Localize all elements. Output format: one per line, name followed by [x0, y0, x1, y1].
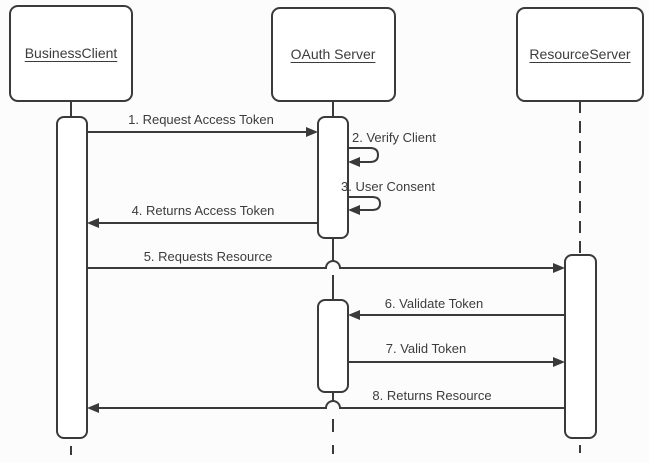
activation-resourceserver — [564, 254, 597, 439]
message-1-label: 1. Request Access Token — [128, 112, 274, 127]
message-2-arrowhead — [348, 157, 360, 167]
activation-businessclient — [56, 116, 88, 439]
activation-oauth-1 — [317, 116, 349, 239]
message-2-self-loop — [348, 147, 380, 163]
message-7-label: 7. Valid Token — [385, 341, 467, 356]
message-4-label: 4. Returns Access Token — [131, 203, 275, 218]
actor-title-businessclient: BusinessClient — [24, 45, 118, 61]
actor-box-resourceserver — [516, 7, 644, 102]
activation-oauth-2 — [317, 299, 349, 393]
message-8-label: 8. Returns Resource — [372, 388, 492, 403]
message-3-arrowhead — [348, 205, 360, 215]
actor-title-oauth-server: OAuth Server — [290, 46, 376, 62]
message-6-arrowhead — [348, 310, 360, 320]
message-5-arrowhead — [553, 263, 565, 273]
message-2-label: 2. Verify Client — [352, 130, 436, 145]
actor-box-businessclient — [9, 5, 133, 102]
message-8-line — [99, 400, 565, 409]
message-4-arrowhead — [87, 218, 99, 228]
message-5-line — [87, 260, 553, 269]
message-3-label: 3. User Consent — [341, 179, 435, 194]
message-7-arrowhead — [553, 357, 565, 367]
message-1-arrowhead — [306, 127, 318, 137]
message-6-label: 6. Validate Token — [384, 296, 484, 311]
actor-title-resourceserver: ResourceServer — [529, 46, 631, 62]
actor-box-oauth-server — [271, 7, 396, 102]
message-5-label: 5. Requests Resource — [143, 249, 273, 264]
message-3-self-loop — [348, 196, 382, 211]
message-8-arrowhead — [87, 403, 99, 413]
